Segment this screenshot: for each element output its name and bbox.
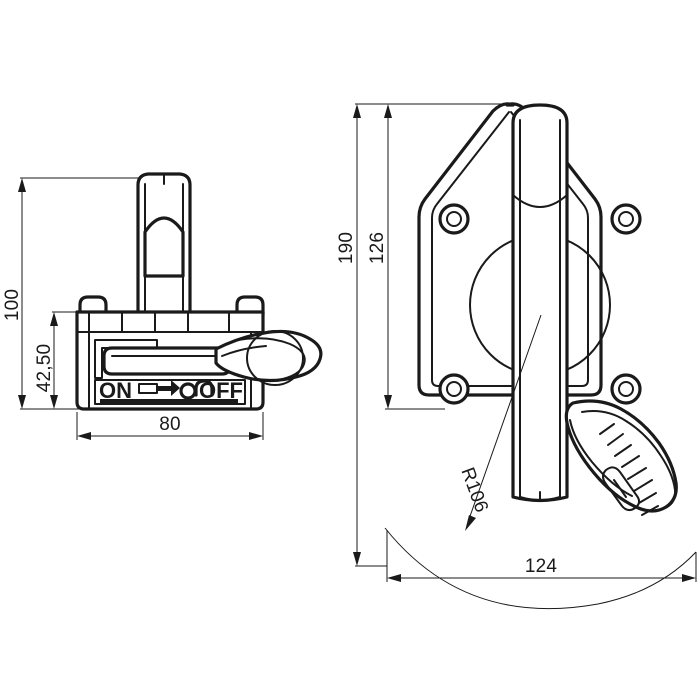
label-on: ON (99, 378, 132, 403)
right-view-dimensions: 190 126 R106 124 (336, 103, 697, 582)
dim-80-text: 80 (159, 414, 181, 435)
bolt-boss-bottom-right (610, 373, 642, 405)
bolt-boss-top-left (438, 203, 470, 235)
right-view-geometry: 190 126 R106 124 (336, 102, 697, 610)
dim-r106-text: R106 (456, 465, 492, 516)
left-view-onoff-markings: ON OFF (99, 378, 243, 403)
right-view-lever-grip (564, 399, 678, 516)
left-view-dimensions: 100 42,50 80 (2, 177, 264, 440)
padlock-icon (179, 379, 214, 400)
right-view-center-tube (511, 103, 569, 503)
dim-126-text: 126 (367, 232, 388, 264)
left-view-geometry: ON OFF 100 (2, 172, 323, 440)
arrow-right-icon (138, 380, 180, 396)
bolt-boss-top-right (610, 203, 642, 235)
dim-4250-text: 42,50 (34, 344, 55, 393)
dim-100-text: 100 (2, 289, 23, 321)
dim-190-text: 190 (336, 232, 357, 264)
bolt-boss-bottom-left (438, 373, 470, 405)
left-view-body-block (75, 295, 323, 411)
left-view-upright-handle (136, 172, 192, 319)
dim-124-text: 124 (525, 556, 558, 577)
